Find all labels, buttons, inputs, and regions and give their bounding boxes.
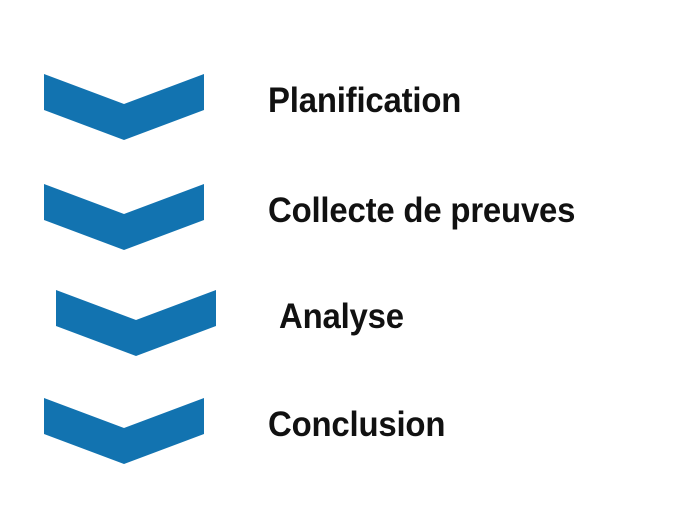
step-label-conclusion: Conclusion (268, 405, 446, 444)
step-label-analyse: Analyse (279, 297, 404, 336)
chevron-down-icon (44, 392, 204, 464)
step-label-collecte-de-preuves: Collecte de preuves (268, 191, 576, 230)
chevron-down-icon (44, 178, 204, 250)
step-row: Planification (0, 68, 700, 163)
chevron-down-icon (44, 68, 204, 140)
step-row: Conclusion (0, 392, 700, 487)
step-label-planification: Planification (268, 81, 462, 120)
step-row: Collecte de preuves (0, 178, 700, 273)
step-row: Analyse (0, 284, 700, 379)
chevron-down-icon (56, 284, 216, 356)
